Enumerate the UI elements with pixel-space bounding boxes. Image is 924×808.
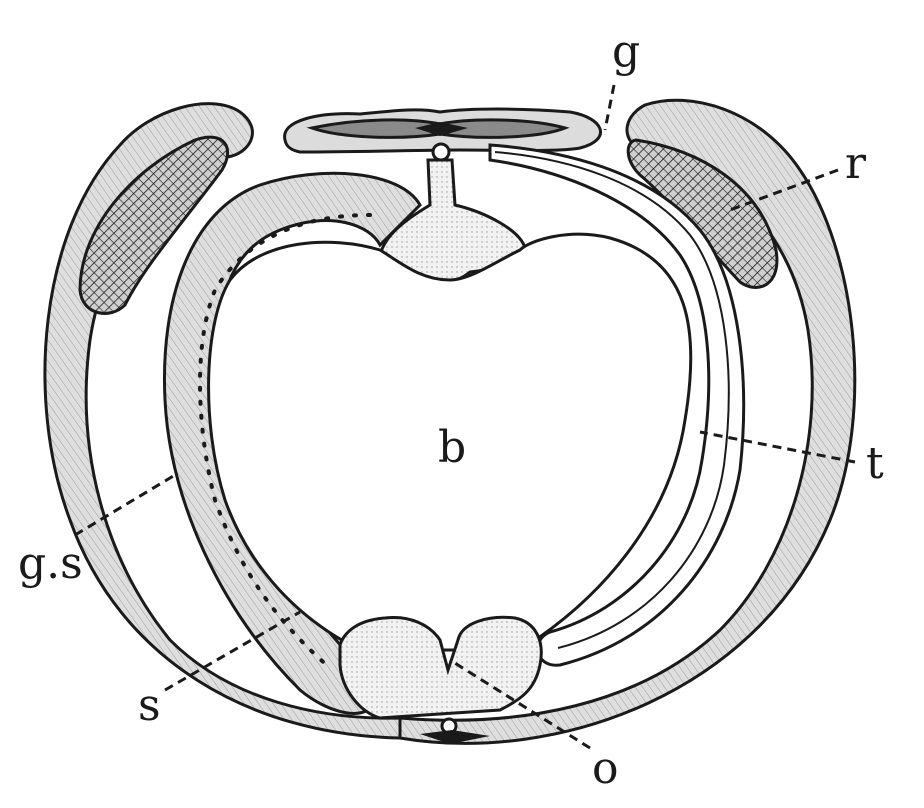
left-hatched-block [78,135,229,315]
dotted-row [198,213,372,670]
right-tube-inner [494,151,730,649]
label-g: g [612,26,640,77]
leader-t [699,430,856,464]
label-gs: g.s [18,538,83,589]
leader-r [729,168,839,212]
leader-s [164,610,301,692]
label-t: t [866,438,884,489]
label-b: b [438,422,466,473]
right-hatched-block [626,138,779,289]
leader-g [603,84,616,131]
dorsal-dark-mark [415,122,468,136]
right-body-wall [398,98,857,745]
label-s: s [138,680,161,731]
gut-cavity [207,232,693,652]
leader-gs [74,473,176,537]
label-r: r [845,138,867,189]
ventral-dark-mark [420,730,490,744]
leader-o [449,658,591,750]
dorsal-vessel [431,142,451,162]
ventral-block [338,615,543,720]
label-o: o [592,743,619,794]
